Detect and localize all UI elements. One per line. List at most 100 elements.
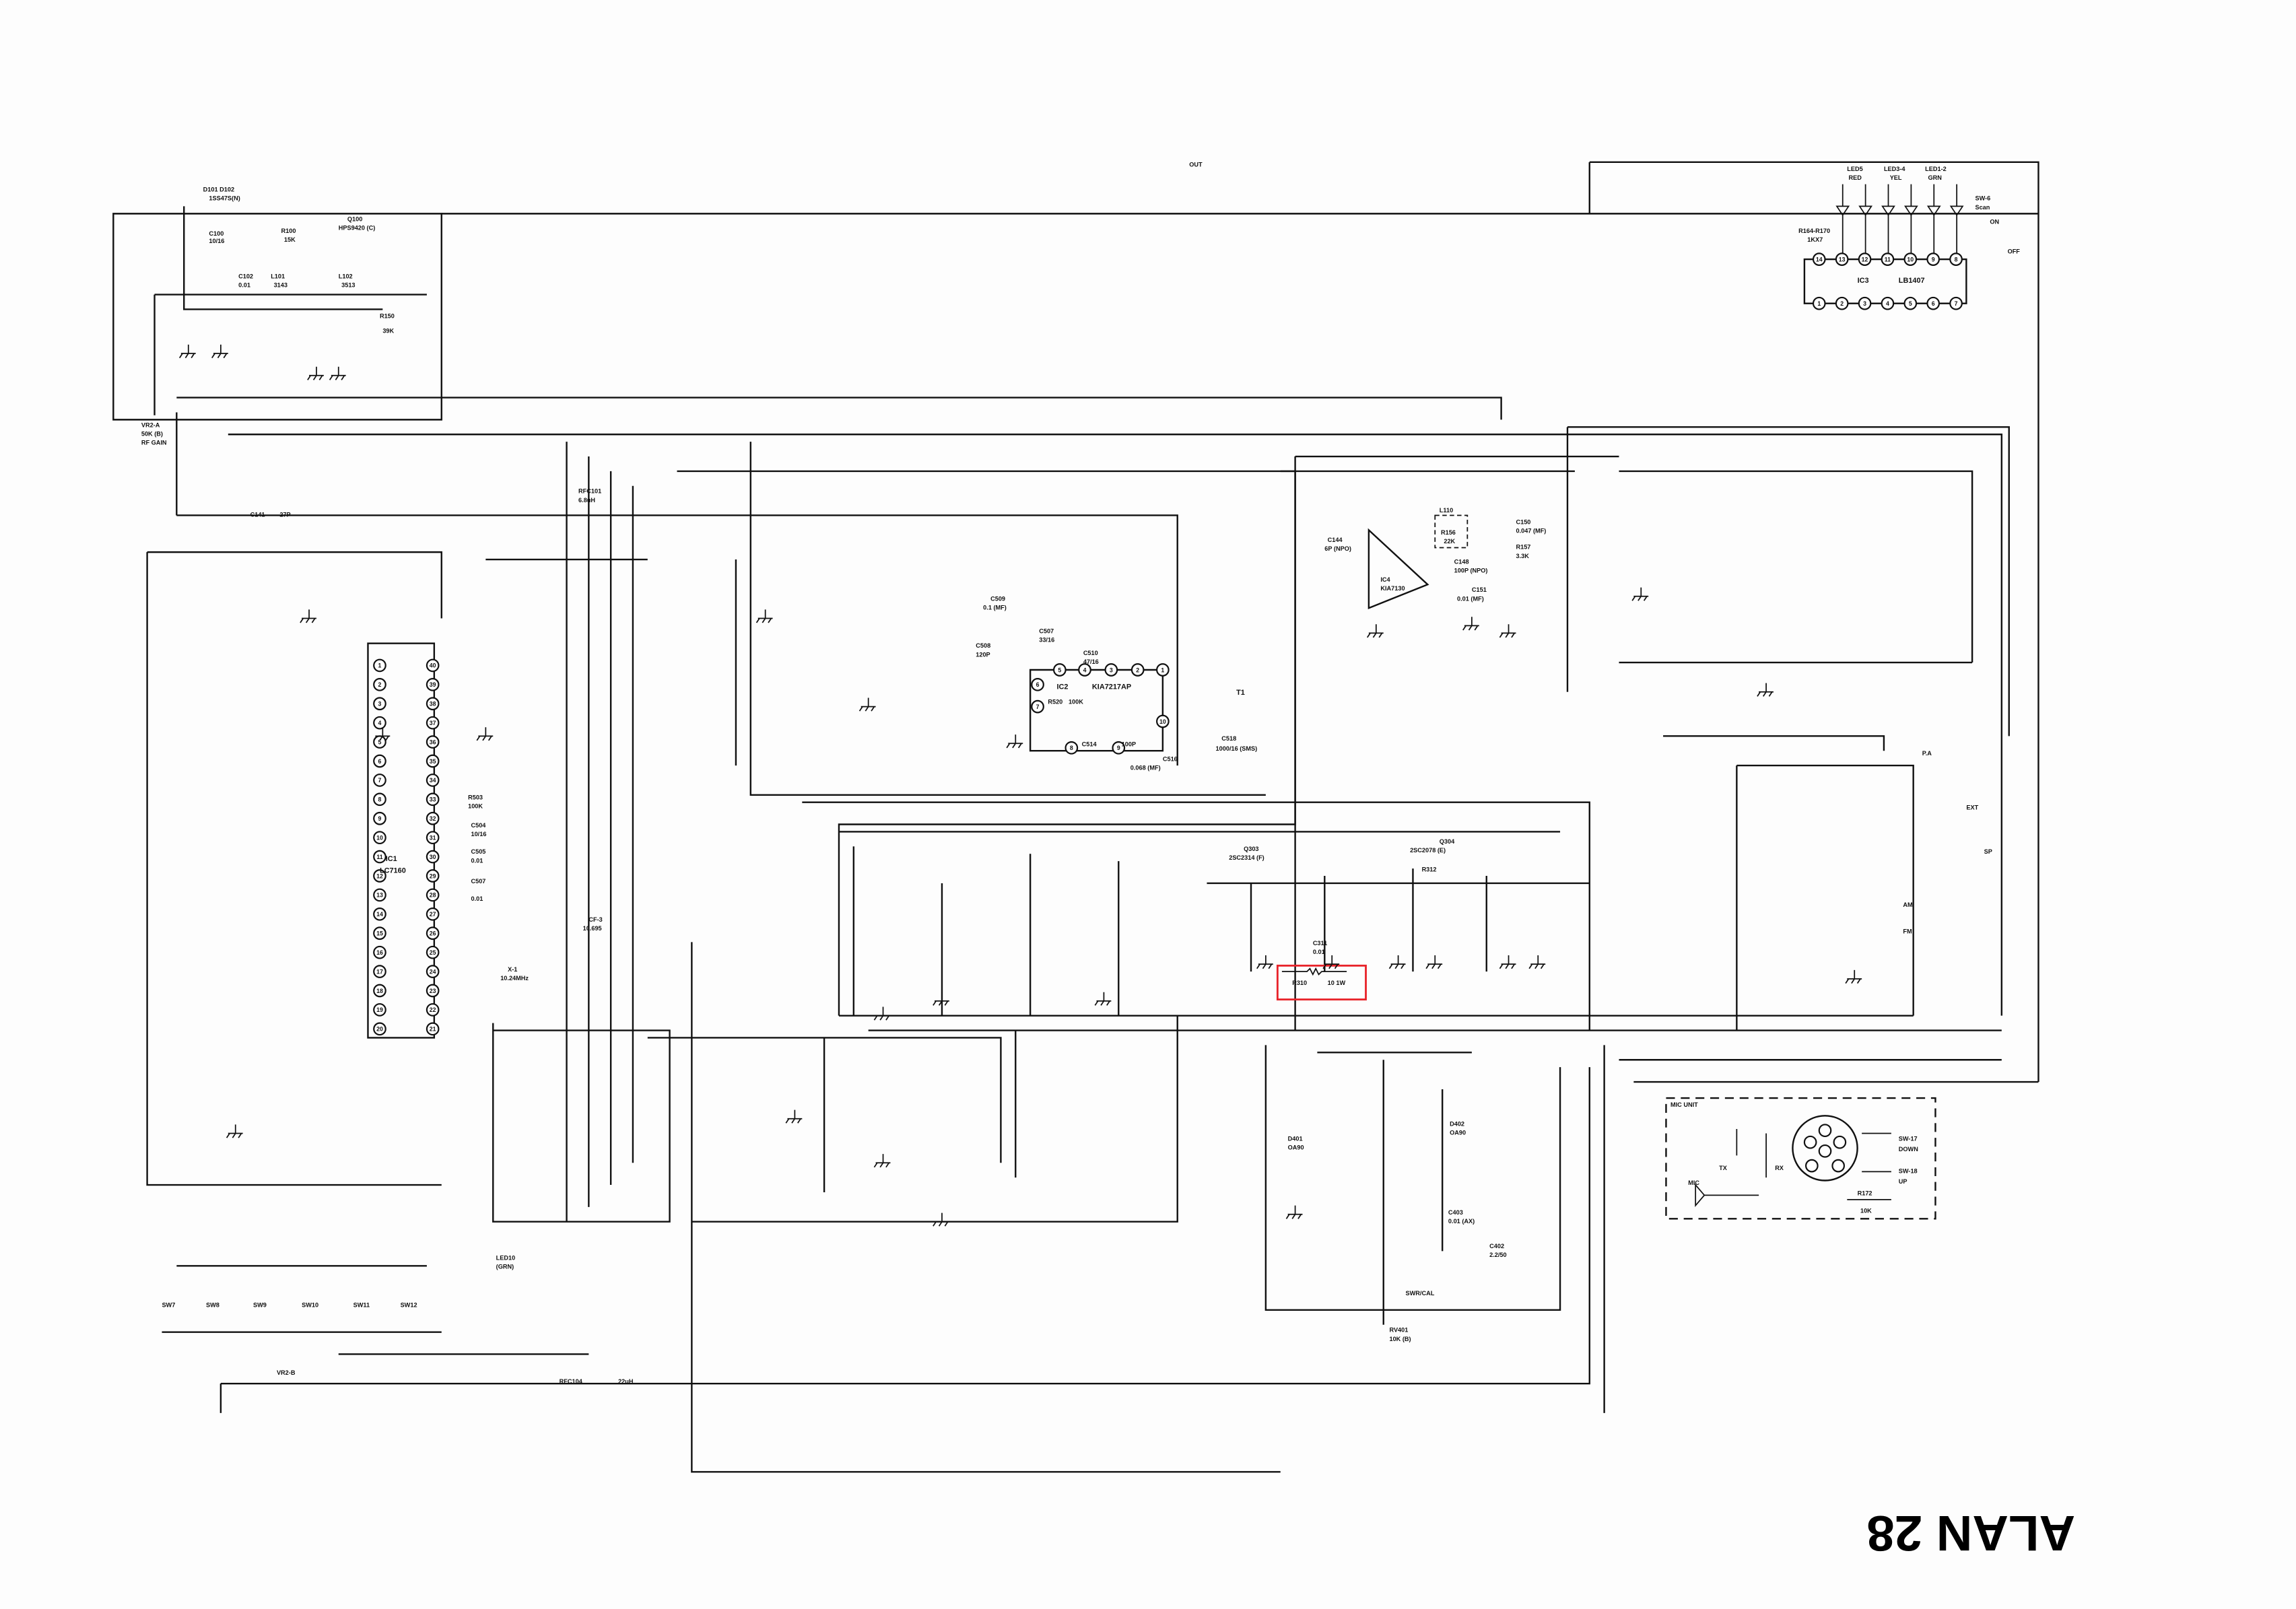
led-icon	[1858, 184, 1873, 254]
ic-pin	[1053, 663, 1067, 677]
d402-value: OA90	[1450, 1130, 1466, 1136]
scan-off: OFF	[2008, 248, 2021, 254]
pin-number: 23	[430, 988, 436, 994]
ic-pin	[373, 926, 386, 940]
pin-number: 9	[1932, 256, 1935, 263]
d101-value: 1SS47S(N)	[209, 195, 240, 202]
ground-icon	[1528, 955, 1546, 969]
pin-number: 15	[376, 930, 383, 937]
pin-number: 19	[376, 1006, 383, 1013]
sw12-label: SW12	[401, 1301, 417, 1308]
pin-number: 4	[378, 720, 382, 726]
ground-icon	[226, 1124, 243, 1138]
rfc101-label: RFC101	[578, 488, 601, 495]
led10-label: LED10	[496, 1255, 516, 1262]
d401-value: OA90	[1288, 1144, 1304, 1151]
ic-pin	[426, 945, 440, 959]
ic-pin	[426, 658, 440, 673]
ic-pin	[1031, 699, 1044, 714]
c509-value: 0.1 (MF)	[983, 604, 1007, 611]
r310-value: 10 1W	[1328, 980, 1346, 986]
pa-jack-label: P.A	[1922, 750, 1932, 757]
ic-pin	[1112, 741, 1126, 755]
ground-icon	[785, 1109, 803, 1124]
rfc104-value: 22uH	[618, 1378, 633, 1385]
sw9-label: SW9	[253, 1301, 267, 1308]
ic4-kia7130: IC4 KIA7130 L110	[1368, 507, 1468, 609]
ic-pin	[373, 658, 386, 673]
ic-pin	[426, 888, 440, 902]
pin-number: 36	[430, 739, 436, 745]
ground-icon	[1388, 955, 1406, 969]
rfc104-label: RFC104	[560, 1378, 583, 1385]
pin-number: 18	[376, 988, 383, 994]
ic-pin	[1078, 663, 1091, 677]
ground-icon	[1425, 955, 1443, 969]
t1-label: T1	[1236, 689, 1245, 697]
ic-pin	[373, 831, 386, 845]
sw11-label: SW11	[353, 1301, 370, 1308]
ground-icon	[1499, 624, 1516, 638]
ic-pin	[373, 716, 386, 730]
c402-label: C402	[1489, 1243, 1504, 1249]
q304-value: 2SC2078 (E)	[1410, 847, 1446, 854]
c144-value: 6P (NPO)	[1324, 545, 1351, 552]
ic-pin	[373, 754, 386, 768]
ic-pin	[1903, 296, 1918, 310]
ic-pin	[1903, 252, 1918, 266]
q303-label: Q303	[1244, 846, 1258, 852]
ic-pin	[373, 984, 386, 998]
pin-number: 6	[378, 758, 382, 765]
pin-number: 34	[430, 777, 436, 784]
ic-pin	[1156, 714, 1170, 728]
ic4-ref: IC4	[1380, 576, 1390, 583]
vr2a-label: VR2-A	[141, 421, 160, 428]
pin-number: 25	[430, 949, 436, 956]
ic2-part: KIA7217AP	[1092, 683, 1131, 691]
ground-icon	[1094, 992, 1112, 1006]
model-title: ALAN 28	[1866, 1505, 2075, 1561]
ground-icon	[873, 1154, 891, 1168]
ic-pin	[373, 1022, 386, 1036]
r172-label: R172	[1858, 1190, 1872, 1196]
ic-pin	[1926, 252, 1940, 266]
pin-number: 3	[378, 701, 382, 708]
c141-label: C141	[250, 512, 265, 518]
pin-number: 1	[1161, 666, 1164, 673]
pin-number: 13	[376, 892, 383, 899]
led-icon	[1904, 184, 1918, 254]
pin-number: 39	[430, 681, 436, 688]
ic-pin	[426, 774, 440, 787]
c102-label: C102	[238, 273, 253, 280]
r310-ref: R310	[1292, 980, 1307, 986]
led-icon	[1926, 184, 1941, 254]
c508-value: 120P	[976, 651, 990, 658]
ic-pin	[373, 811, 386, 825]
ic-pin	[426, 869, 440, 883]
ic1-part: LC7160	[380, 867, 406, 875]
rfc101-value: 6.8uH	[578, 497, 595, 504]
ground-icon	[755, 609, 773, 623]
led34-label: LED3-4	[1884, 166, 1905, 172]
component-labels: D101 D102 1SS47S(N) C100 10/16 R100 15K …	[141, 161, 1992, 1385]
pin-number: 5	[1058, 666, 1061, 673]
c141-value: 27P	[279, 512, 290, 518]
pin-number: 1	[1817, 300, 1821, 307]
scan-switch-ref: SW-6	[1975, 195, 1990, 202]
c311-value: 0.01	[1313, 949, 1325, 955]
pin-number: 27	[430, 911, 436, 918]
led-icon	[1881, 184, 1895, 254]
pin-number: 3	[1863, 300, 1866, 307]
pin-number: 16	[376, 949, 383, 956]
c148-value: 100P (NPO)	[1454, 568, 1488, 574]
c151-value: 0.01 (MF)	[1457, 595, 1484, 602]
pin-number: 2	[378, 681, 382, 688]
ic-pin	[1812, 252, 1826, 266]
ic-pin	[426, 716, 440, 730]
c507-value: 33/16	[1039, 636, 1054, 643]
c403-value: 0.01 (AX)	[1448, 1218, 1475, 1225]
ground-icon	[933, 1212, 949, 1227]
